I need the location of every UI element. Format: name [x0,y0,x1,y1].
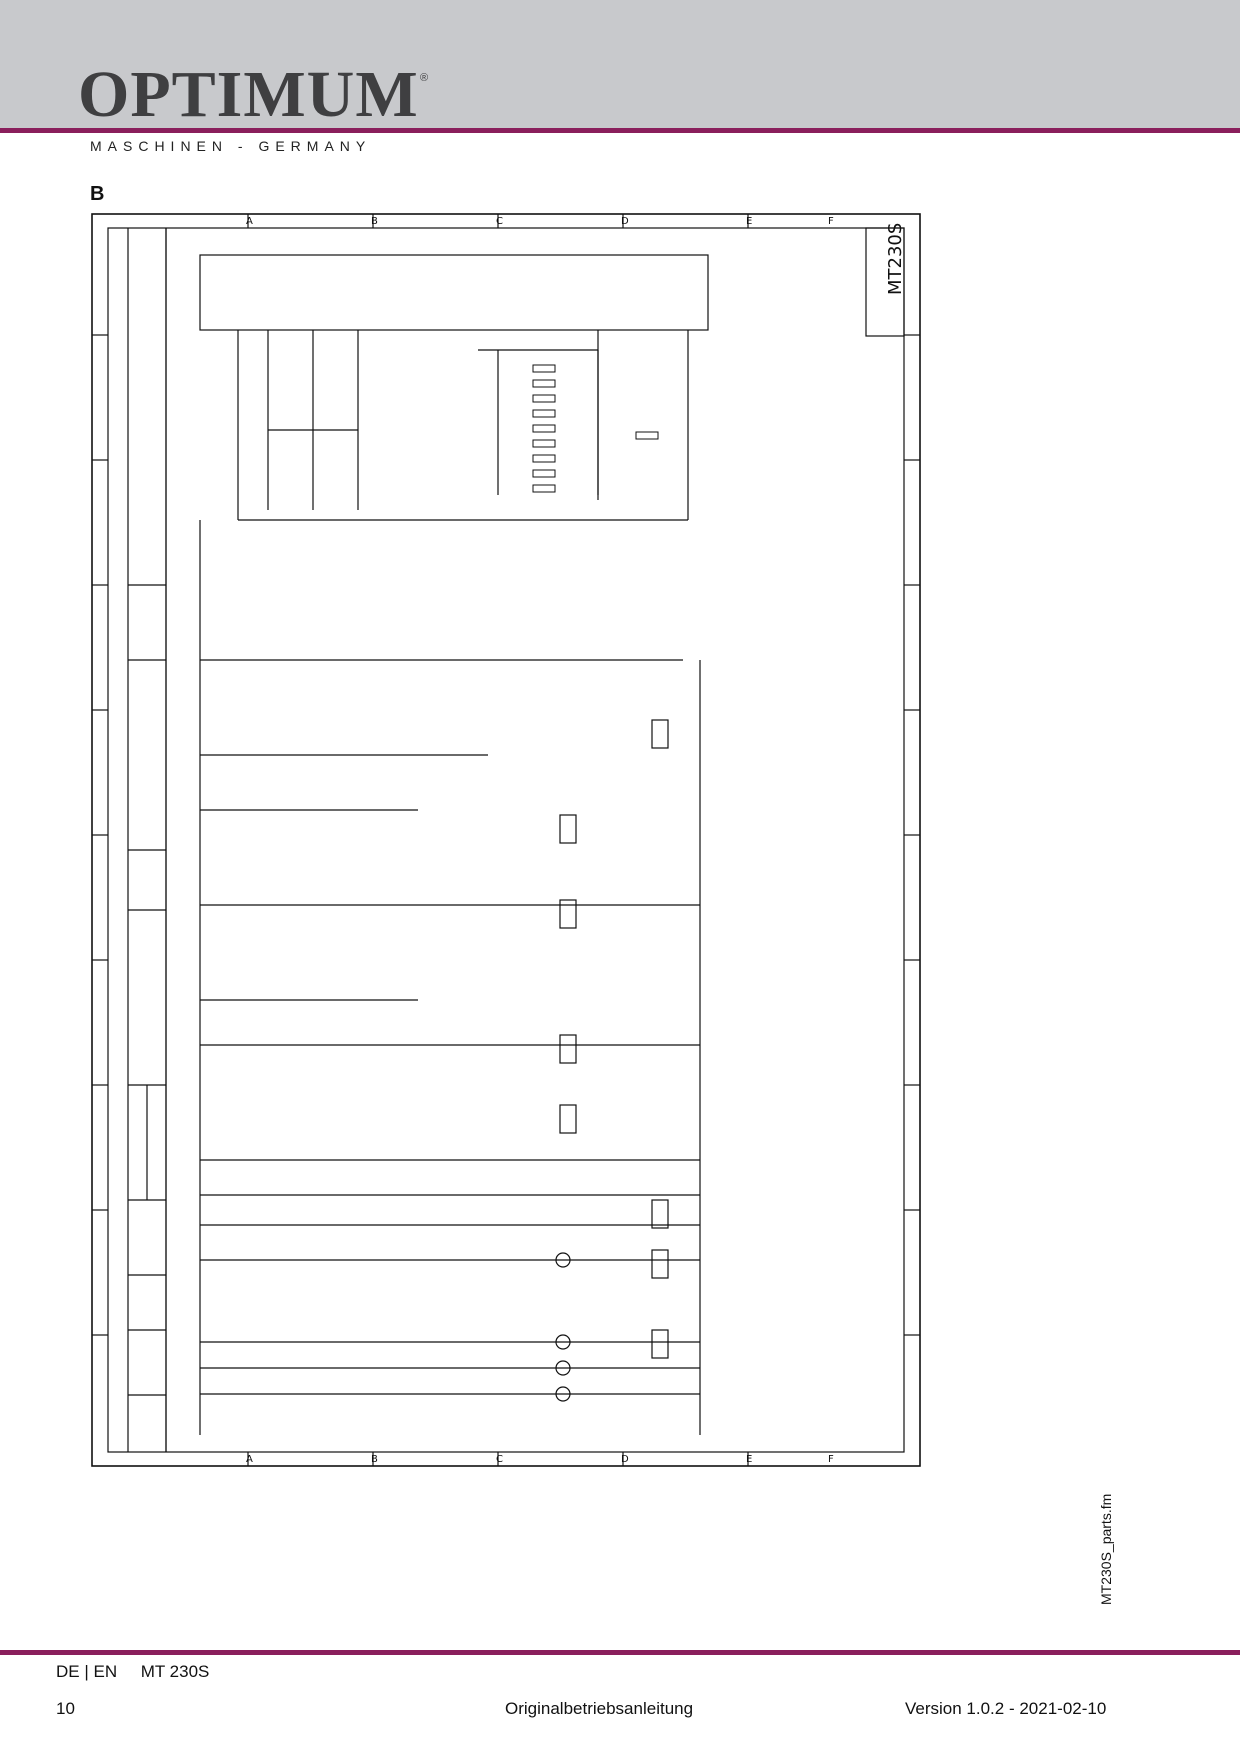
svg-text:A: A [246,216,253,227]
svg-text:C: C [496,1454,503,1465]
section-letter: B [90,183,105,205]
brand-logo: OPTIMUM [78,58,419,131]
footer-language-model: DE | EN MT 230S [56,1662,210,1681]
brand-tagline: MASCHINEN - GERMANY [90,138,372,154]
footer-accent-rule [0,1650,1240,1655]
file-reference: MT230S_parts.fm [1098,1493,1114,1605]
svg-text:E: E [746,1454,752,1465]
registered-mark: ® [420,72,429,84]
svg-text:MT230S: MT230S [885,223,906,295]
document-type: Originalbetriebsanleitung [505,1699,694,1718]
header-accent-rule [0,128,1240,133]
svg-text:A: A [246,1454,253,1465]
svg-text:C: C [496,216,503,227]
version-info: Version 1.0.2 - 2021-02-10 [905,1699,1107,1718]
wiring-diagram: MT230S A B C D E F A B C D E F [91,213,921,1467]
svg-text:B: B [371,1454,378,1465]
svg-text:F: F [828,216,834,227]
svg-text:F: F [828,1454,834,1465]
header-band [0,0,1240,128]
svg-text:D: D [621,216,629,227]
svg-text:B: B [371,216,378,227]
svg-text:E: E [746,216,752,227]
page-number: 10 [56,1699,75,1718]
svg-text:D: D [621,1454,629,1465]
